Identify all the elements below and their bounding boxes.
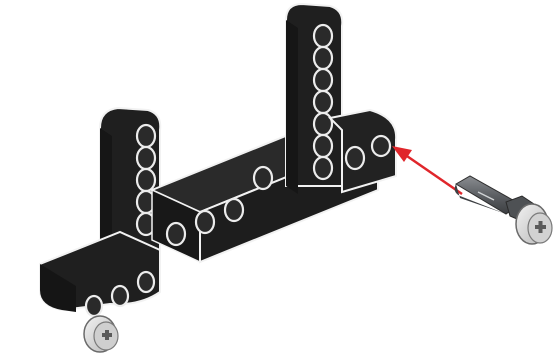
- inserted-pin: [83, 315, 119, 353]
- long-beam-holes: [165, 165, 274, 247]
- loose-pin-cross-hole-icon: [535, 221, 546, 233]
- right-arm-holes: [312, 23, 334, 181]
- right-foot-holes: [344, 134, 392, 171]
- left-foot-holes: [84, 270, 156, 318]
- left-arm-holes: [135, 123, 157, 237]
- insertion-arrow-icon: [392, 146, 463, 196]
- left-l-beam-foot: [39, 230, 161, 318]
- left-l-beam-arm: [99, 106, 162, 258]
- right-l-beam-foot: [327, 108, 398, 194]
- right-l-beam-arm: [285, 2, 344, 194]
- loose-technic-pin: [454, 175, 553, 245]
- pin-cross-hole-icon: [102, 330, 112, 340]
